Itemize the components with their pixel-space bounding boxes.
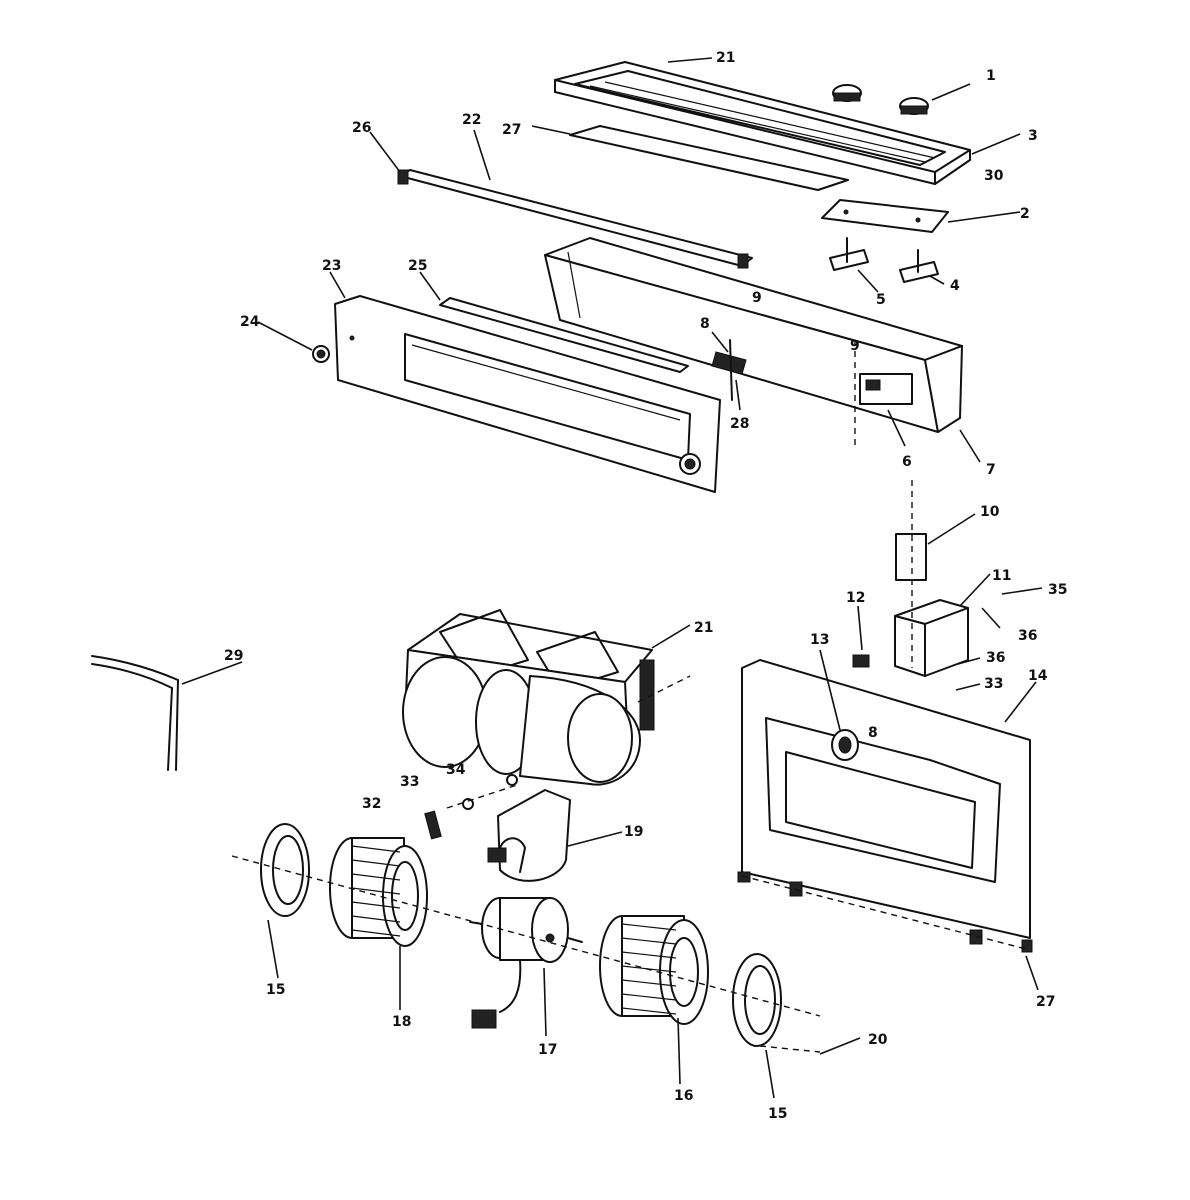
assembly-axes (231, 340, 1031, 1053)
back-plate (737, 659, 1033, 953)
callout-13: 13 (810, 632, 829, 648)
callout-8b: 8 (868, 725, 878, 741)
rotary-switches (829, 237, 939, 283)
blower-wheel-left (329, 837, 428, 947)
callout-29: 29 (224, 648, 243, 664)
callout-15a: 15 (266, 982, 285, 998)
callout-26: 26 (352, 120, 371, 136)
callout-1: 1 (986, 68, 996, 84)
callout-28: 28 (730, 416, 749, 432)
callout-5: 5 (876, 292, 886, 308)
callout-2: 2 (1020, 206, 1030, 222)
callout-18: 18 (392, 1014, 411, 1030)
control-knobs (832, 84, 929, 115)
front-panel (334, 295, 721, 493)
blower-wheel-right (599, 915, 709, 1025)
leader-lines (181, 57, 1043, 1099)
hood-housing (544, 237, 963, 433)
callout-21b: 21 (694, 620, 713, 636)
capacitor-bracket (894, 599, 969, 677)
callout-27a: 27 (502, 122, 521, 138)
terminal (852, 654, 870, 668)
callout-labels: 1 2 3 4 5 6 7 8 9 9 10 11 12 13 14 15 15… (224, 50, 1067, 1122)
power-cord (91, 655, 179, 771)
callout-36a: 36 (1018, 628, 1037, 644)
callout-19: 19 (624, 824, 643, 840)
callout-6: 6 (902, 454, 912, 470)
blower-housing (402, 609, 655, 786)
callout-15b: 15 (768, 1106, 787, 1122)
filter-glass-top (439, 297, 689, 373)
callout-36b: 36 (986, 650, 1005, 666)
washer (462, 798, 474, 810)
callout-32: 32 (362, 796, 381, 812)
callout-9b: 9 (850, 338, 860, 354)
mounting-ring-left (260, 823, 310, 917)
callout-3: 3 (1028, 128, 1038, 144)
callout-20: 20 (868, 1032, 888, 1048)
callout-7: 7 (986, 462, 996, 478)
clip (711, 339, 747, 401)
callout-16: 16 (674, 1088, 693, 1104)
callout-33a: 33 (400, 774, 419, 790)
callout-27b: 27 (1036, 994, 1055, 1010)
callout-12: 12 (846, 590, 865, 606)
callout-35: 35 (1048, 582, 1067, 598)
callout-22: 22 (462, 112, 481, 128)
top-grille-frame (554, 61, 971, 185)
callout-30: 30 (984, 168, 1004, 184)
callout-24: 24 (240, 314, 260, 330)
motor-mount (487, 789, 571, 882)
callout-17: 17 (538, 1042, 557, 1058)
callout-14: 14 (1028, 668, 1048, 684)
callout-9a: 9 (752, 290, 762, 306)
callout-21a: 21 (716, 50, 735, 66)
blower-motor (469, 897, 583, 1029)
callout-8: 8 (700, 316, 710, 332)
callout-34: 34 (446, 762, 466, 778)
callout-25: 25 (408, 258, 427, 274)
capacitor (895, 533, 927, 581)
bolt (424, 810, 442, 840)
callout-10: 10 (980, 504, 1000, 520)
mounting-plate (821, 199, 949, 233)
callout-23: 23 (322, 258, 341, 274)
mounting-ring-right (732, 953, 782, 1047)
callout-4: 4 (950, 278, 960, 294)
support-bar (397, 169, 753, 269)
filter-strip (569, 125, 849, 191)
callout-33b: 33 (984, 676, 1003, 692)
callout-11: 11 (992, 568, 1011, 584)
